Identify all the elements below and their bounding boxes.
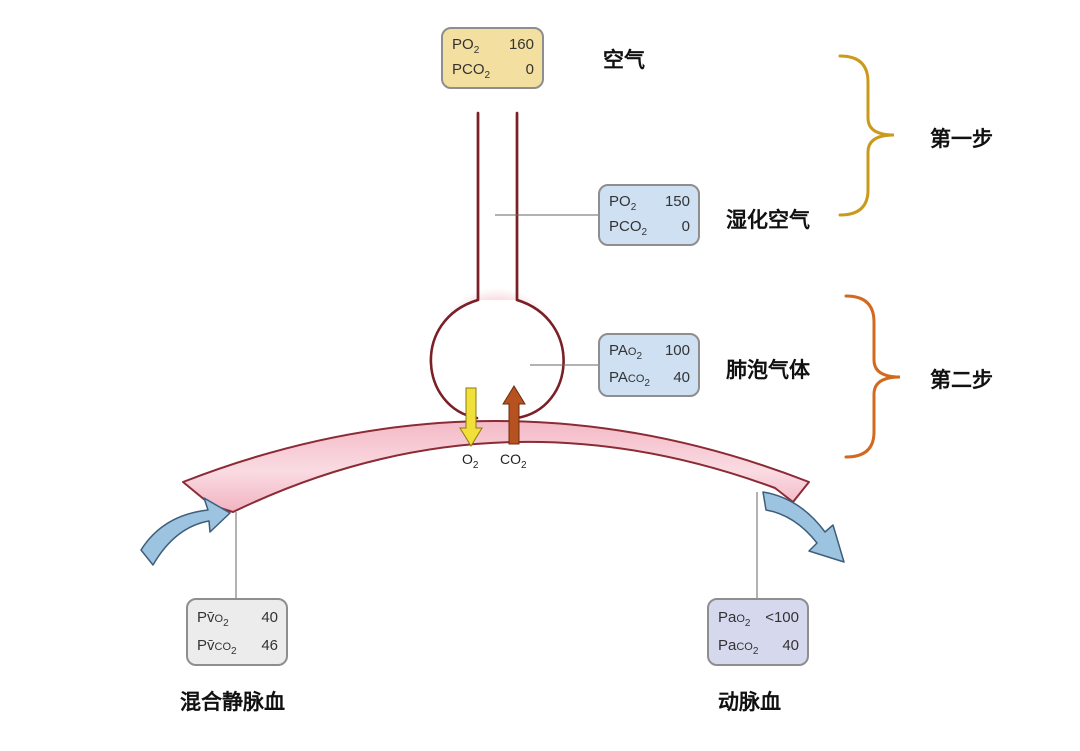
ven-po2-symbol: Pv̄ — [197, 609, 215, 626]
art-pco2-value: 40 — [782, 637, 799, 654]
humid-po2-symbol: PO — [609, 193, 631, 210]
co2-label: CO2 — [500, 451, 527, 471]
alveolus-inner — [430, 300, 564, 418]
o2-label: O2 — [462, 451, 479, 471]
step2-label: 第二步 — [930, 368, 993, 392]
air-po2-symbol: PO — [452, 36, 474, 53]
venous-flow-arrow — [140, 497, 231, 566]
step1-label: 第一步 — [930, 127, 993, 151]
air-pressure-box: PO2 160 PCO2 0 — [441, 27, 544, 89]
art-po2-symbol: Pa — [718, 609, 737, 626]
air-pco2-symbol: PCO — [452, 61, 485, 78]
air-pco2-value: 0 — [525, 61, 534, 78]
humid-pco2-symbol: PCO — [609, 218, 642, 235]
o2-arrow — [459, 387, 483, 447]
mixed-venous-blood-label: 混合静脉血 — [180, 690, 285, 714]
co2-arrow — [502, 385, 526, 445]
air-label: 空气 — [603, 48, 645, 72]
alveolar-pressure-box: PAO2 100 PACO2 40 — [598, 333, 700, 397]
venous-pressure-box: Pv̄O2 40 Pv̄CO2 46 — [186, 598, 288, 666]
art-pco2-symbol: Pa — [718, 637, 737, 654]
alveolar-gas-label: 肺泡气体 — [726, 358, 810, 382]
humid-po2-value: 150 — [664, 193, 690, 210]
art-po2-value: <100 — [765, 609, 799, 626]
ven-po2-value: 40 — [261, 609, 278, 626]
step1-brace — [838, 54, 895, 217]
ven-pco2-symbol: Pv̄ — [197, 637, 215, 654]
humid-air-label: 湿化空气 — [726, 208, 810, 232]
airway-outline — [429, 111, 565, 420]
alv-po2-value: 100 — [664, 342, 690, 359]
humid-pco2-value: 0 — [681, 218, 690, 235]
arterial-flow-arrow — [762, 491, 845, 563]
step2-brace — [844, 294, 901, 459]
ven-pco2-value: 46 — [261, 637, 278, 654]
alv-pco2-value: 40 — [673, 369, 690, 386]
arterial-pressure-box: PaO2 <100 PaCO2 40 — [707, 598, 809, 666]
humid-pressure-box: PO2 150 PCO2 0 — [598, 184, 700, 246]
alv-po2-symbol: PA — [609, 342, 628, 359]
air-po2-value: 160 — [508, 36, 534, 53]
alv-pco2-symbol: PA — [609, 369, 628, 386]
arterial-blood-label: 动脉血 — [718, 690, 781, 714]
blood-vessel — [182, 420, 810, 513]
